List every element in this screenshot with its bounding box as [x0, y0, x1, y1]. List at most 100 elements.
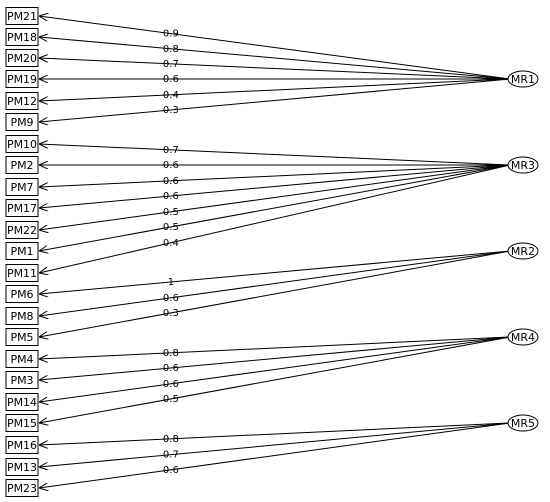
item-node-pm17: PM17: [5, 199, 39, 217]
loading-path-pm12: [39, 78, 511, 101]
loading-label: 0.7: [163, 450, 179, 461]
item-box: [5, 135, 39, 153]
loading-label: 0.4: [163, 238, 179, 249]
loading-label: 0.7: [163, 145, 179, 156]
factor-node-mr5: MR5: [507, 414, 539, 432]
item-box: [5, 49, 39, 67]
factor-label: MR5: [511, 417, 535, 430]
item-node-pm1: PM1: [5, 242, 39, 260]
item-node-pm15: PM15: [5, 414, 39, 432]
loading-label: 0.6: [163, 465, 179, 476]
item-node-pm12: PM12: [5, 92, 39, 110]
item-box: [5, 178, 39, 196]
item-box: [5, 113, 39, 131]
item-box: [5, 156, 39, 174]
factor-ellipse: [507, 414, 539, 432]
loading-path-pm1: [39, 164, 511, 251]
factor-ellipse: [507, 156, 539, 174]
factor-label: MR2: [511, 245, 535, 258]
loading-path-pm5: [39, 250, 511, 337]
item-label: PM23: [7, 482, 37, 495]
item-label: PM4: [10, 353, 33, 366]
item-box: [5, 436, 39, 454]
item-label: PM22: [7, 224, 37, 237]
item-label: PM19: [7, 73, 37, 86]
item-box: [5, 28, 39, 46]
loading-label: 0.9: [163, 29, 179, 40]
loading-label: 0.6: [163, 160, 179, 171]
item-node-pm11: PM11: [5, 264, 39, 282]
item-node-pm18: PM18: [5, 28, 39, 46]
item-node-pm10: PM10: [5, 135, 39, 153]
item-label: PM3: [10, 374, 33, 387]
loading-label: 0.8: [163, 348, 179, 359]
loading-label: 0.6: [163, 191, 179, 202]
loading-label: 0.8: [163, 434, 179, 445]
item-node-pm22: PM22: [5, 221, 39, 239]
item-node-pm14: PM14: [5, 393, 39, 411]
factor-node-mr2: MR2: [507, 242, 539, 260]
factor-ellipse: [507, 328, 539, 346]
item-box: [5, 221, 39, 239]
item-box: [5, 414, 39, 432]
item-box: [5, 264, 39, 282]
item-box: [5, 458, 39, 476]
item-box: [5, 307, 39, 325]
loading-path-pm4: [39, 336, 511, 359]
loading-label: 0.5: [163, 207, 179, 218]
loading-path-pm17: [39, 164, 511, 208]
loading-paths: 0.9 0.8 0.7 0.6 0.4 0.3 0.7 0.6 0.6 0.6 0.5 0.5 0.4 1…: [39, 16, 511, 488]
item-node-pm2: PM2: [5, 156, 39, 174]
loading-path-pm20: [39, 58, 511, 80]
item-node-pm8: PM8: [5, 307, 39, 325]
factor-node-mr1: MR1: [507, 70, 539, 88]
item-label: PM18: [7, 31, 37, 44]
loading-label: 0.8: [163, 44, 179, 55]
item-box: [5, 242, 39, 260]
item-node-pm6: PM6: [5, 285, 39, 303]
factor-ellipse: [507, 242, 539, 260]
item-node-pm7: PM7: [5, 178, 39, 196]
loading-label: 0.6: [163, 74, 179, 85]
item-label: PM6: [10, 288, 33, 301]
item-label: PM13: [7, 461, 37, 474]
loading-label: 0.4: [163, 90, 179, 101]
item-label: PM9: [10, 116, 33, 129]
loading-path-pm7: [39, 164, 511, 187]
item-node-pm5: PM5: [5, 328, 39, 346]
loading-path-pm11: [39, 164, 511, 273]
item-label: PM21: [7, 10, 37, 23]
item-label: PM17: [7, 202, 37, 215]
item-label: PM7: [10, 181, 33, 194]
loading-path-pm23: [39, 422, 511, 488]
loading-path-pm21: [39, 16, 511, 80]
item-node-pm4: PM4: [5, 350, 39, 368]
loading-path-pm10: [39, 144, 511, 166]
loading-path-pm14: [39, 336, 511, 402]
loading-path-pm9: [39, 78, 511, 122]
item-node-pm21: PM21: [5, 7, 39, 25]
item-box: [5, 199, 39, 217]
item-label: PM2: [10, 159, 33, 172]
factor-node-mr4: MR4: [507, 328, 539, 346]
factor-ellipse: [507, 70, 539, 88]
loading-label: 1: [168, 277, 174, 288]
loading-label: 0.5: [163, 394, 179, 405]
factor-node-mr3: MR3: [507, 156, 539, 174]
item-box: [5, 7, 39, 25]
loading-label: 0.6: [163, 293, 179, 304]
loading-label: 0.5: [163, 222, 179, 233]
item-box: [5, 479, 39, 497]
item-node-pm16: PM16: [5, 436, 39, 454]
item-box: [5, 371, 39, 389]
item-label: PM11: [7, 267, 37, 280]
loading-label: 0.3: [163, 105, 179, 116]
item-box: [5, 285, 39, 303]
loading-path-pm8: [39, 250, 511, 316]
loading-path-pm18: [39, 37, 511, 80]
item-box: [5, 92, 39, 110]
loading-path-pm16: [39, 422, 511, 445]
item-label: PM14: [7, 396, 37, 409]
